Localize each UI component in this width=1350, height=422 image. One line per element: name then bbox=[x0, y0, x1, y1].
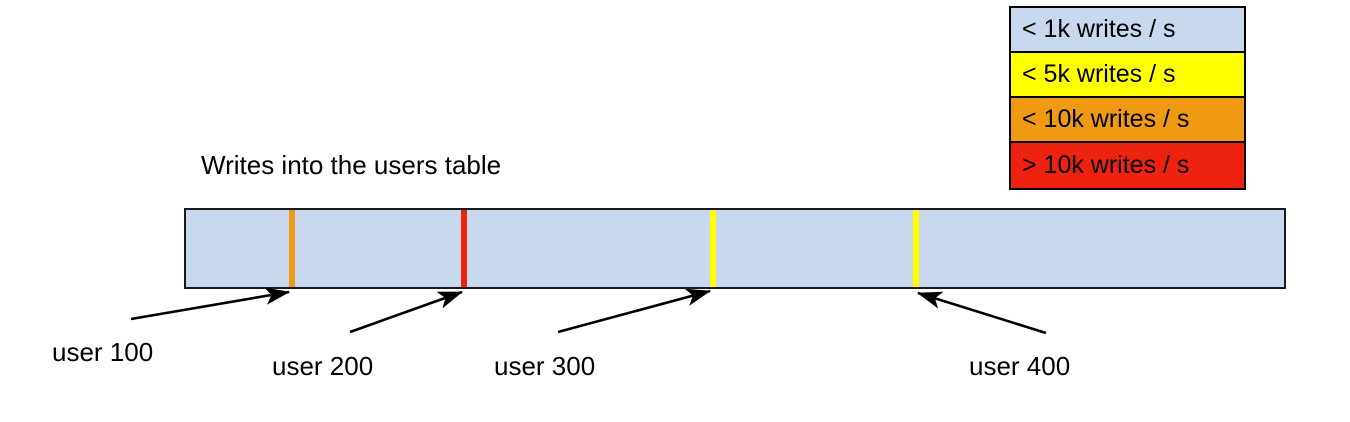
stripe-user-400 bbox=[913, 210, 919, 287]
arrow-user-400 bbox=[917, 291, 1047, 335]
legend-row-under-5k: < 5k writes / s bbox=[1011, 53, 1244, 98]
legend: < 1k writes / s < 5k writes / s < 10k wr… bbox=[1009, 6, 1246, 190]
users-table-key-range-bar bbox=[184, 208, 1286, 289]
chart-title: Writes into the users table bbox=[201, 150, 502, 180]
annotation-user-400: user 400 bbox=[969, 351, 1071, 381]
legend-label-under-5k: < 5k writes / s bbox=[1022, 60, 1176, 88]
annotation-user-300: user 300 bbox=[494, 351, 596, 381]
legend-row-under-10k: < 10k writes / s bbox=[1011, 98, 1244, 143]
annotation-user-200: user 200 bbox=[272, 351, 374, 381]
annotation-user-100: user 100 bbox=[52, 337, 154, 367]
legend-row-over-10k: > 10k writes / s bbox=[1011, 143, 1244, 188]
arrow-user-200 bbox=[349, 290, 463, 334]
legend-label-over-10k: > 10k writes / s bbox=[1022, 151, 1190, 179]
stripe-user-200 bbox=[461, 210, 467, 287]
stripe-user-300 bbox=[710, 210, 716, 287]
legend-label-under-1k: < 1k writes / s bbox=[1022, 15, 1176, 43]
arrow-user-300 bbox=[557, 288, 712, 334]
legend-row-under-1k: < 1k writes / s bbox=[1011, 8, 1244, 53]
arrow-user-100 bbox=[130, 287, 291, 321]
stripe-user-100 bbox=[289, 210, 295, 287]
legend-label-under-10k: < 10k writes / s bbox=[1022, 105, 1190, 133]
